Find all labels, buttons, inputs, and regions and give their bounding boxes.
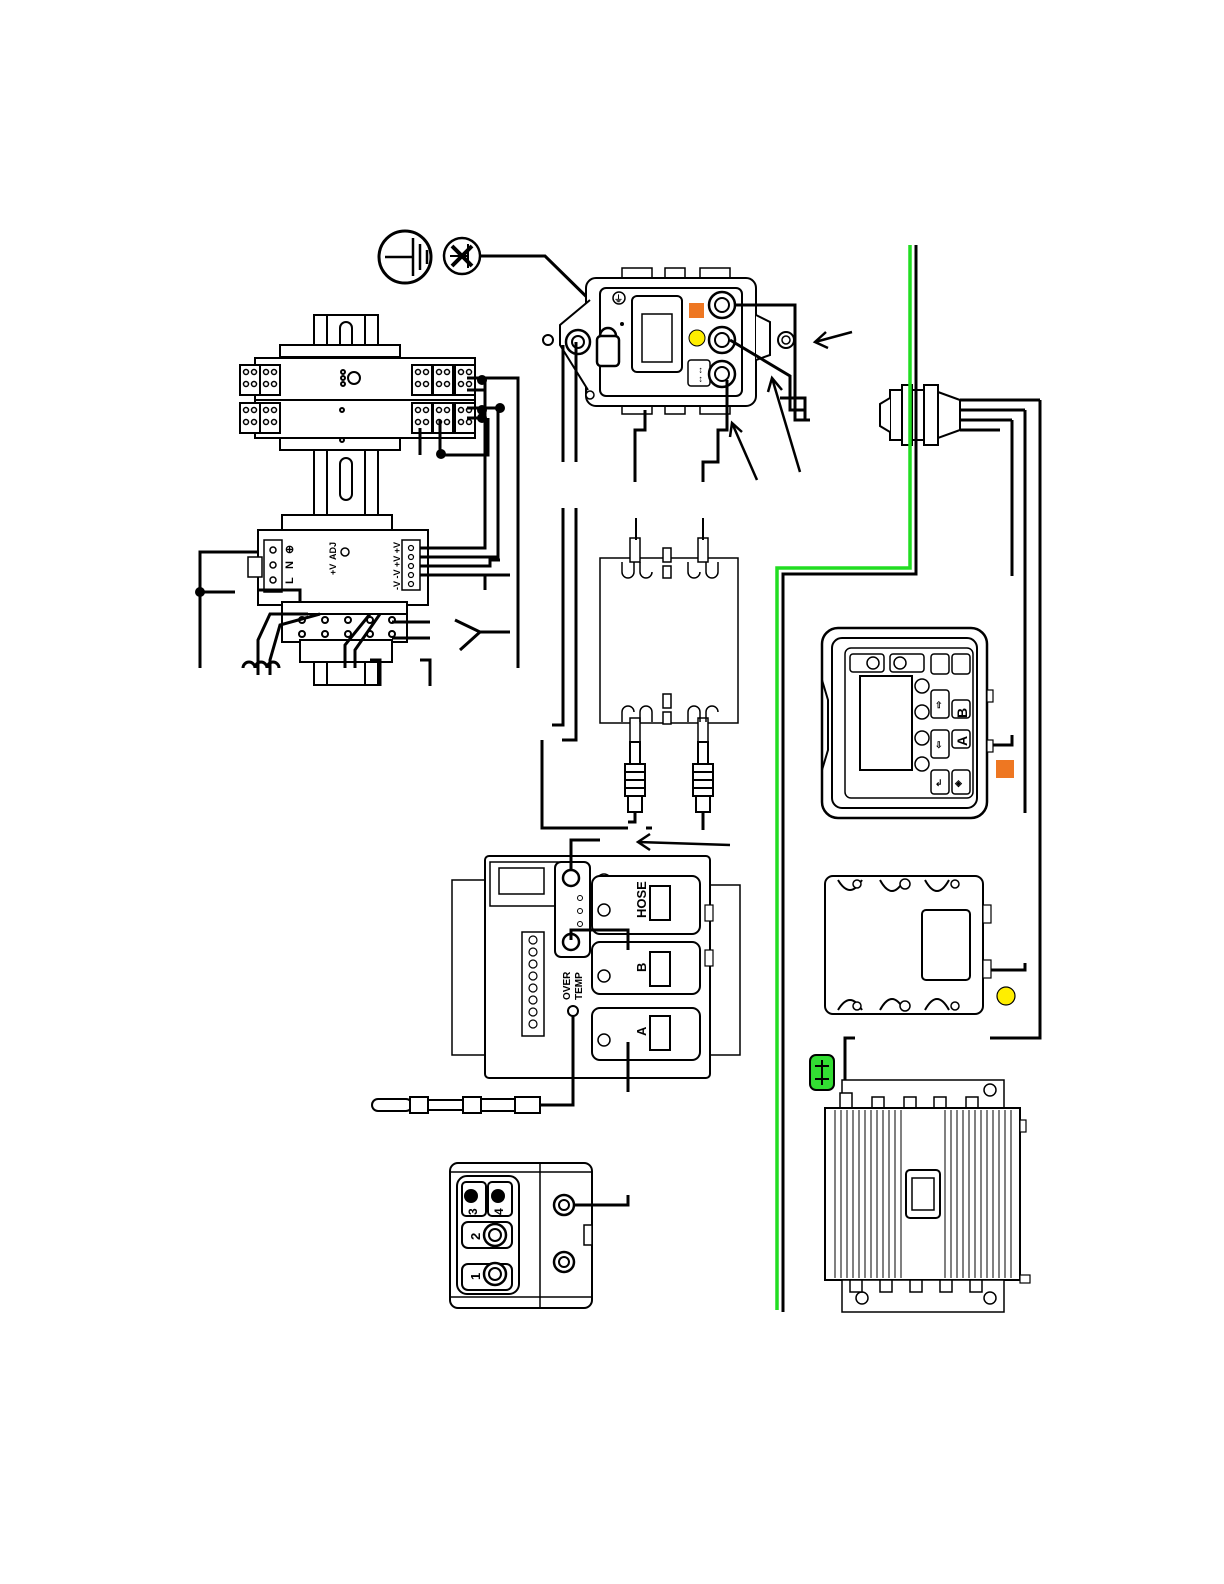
no-ground-icon — [444, 238, 480, 274]
psu-terminal-label-pe: ⊕ — [284, 545, 296, 554]
relay-module — [600, 538, 738, 742]
temp-label: TEMP — [574, 972, 585, 1000]
arrow-up-icon: ⇧ — [935, 700, 943, 710]
can-bus-icon — [810, 1055, 834, 1090]
a-zone-label: A — [634, 1026, 649, 1036]
heater-power-module — [825, 1080, 1030, 1312]
port-module: 1 2 3 4 — [450, 1163, 592, 1308]
hmi-display-unit: B A ⇧ ⇩ ↲ ◈ — [822, 628, 993, 818]
temperature-probe — [372, 1097, 540, 1113]
orange-indicator — [996, 760, 1014, 778]
temperature-controller: HOSE B A OVER TEMP — [452, 856, 740, 1078]
psu-v-label: +V — [328, 564, 338, 575]
yellow-indicator — [689, 330, 705, 346]
psu-terminal-label-n: N — [284, 561, 296, 569]
ground-icon — [379, 231, 431, 283]
b-zone-label: B — [634, 963, 649, 972]
ground-symbol-small: ⏚ — [614, 294, 623, 304]
can-symbol-small: ↔↔ — [694, 366, 704, 384]
over-label: OVER — [562, 971, 573, 1000]
psu-output-label: -V -V +V +V — [392, 542, 402, 590]
display-b-key: B — [954, 708, 970, 718]
psu-adj-label: ADJ — [328, 542, 338, 560]
zone-module — [825, 876, 991, 1014]
port-2-label: 2 — [468, 1233, 483, 1240]
port-1-label: 1 — [468, 1273, 483, 1280]
arrow-down-icon: ⇩ — [935, 740, 943, 750]
bulkhead-fitting — [880, 385, 960, 445]
yellow-indicator — [997, 987, 1015, 1005]
reset-icon: ◈ — [954, 778, 963, 788]
hose-zone-label: HOSE — [634, 881, 649, 918]
display-a-key: A — [954, 736, 970, 746]
cable-connectors — [625, 742, 713, 812]
enter-icon: ↲ — [935, 778, 943, 788]
psu-terminal-label-l: L — [284, 577, 296, 584]
port-4-label: 4 — [492, 1208, 506, 1215]
orange-indicator — [689, 303, 704, 318]
port-3-label: 3 — [466, 1208, 480, 1215]
